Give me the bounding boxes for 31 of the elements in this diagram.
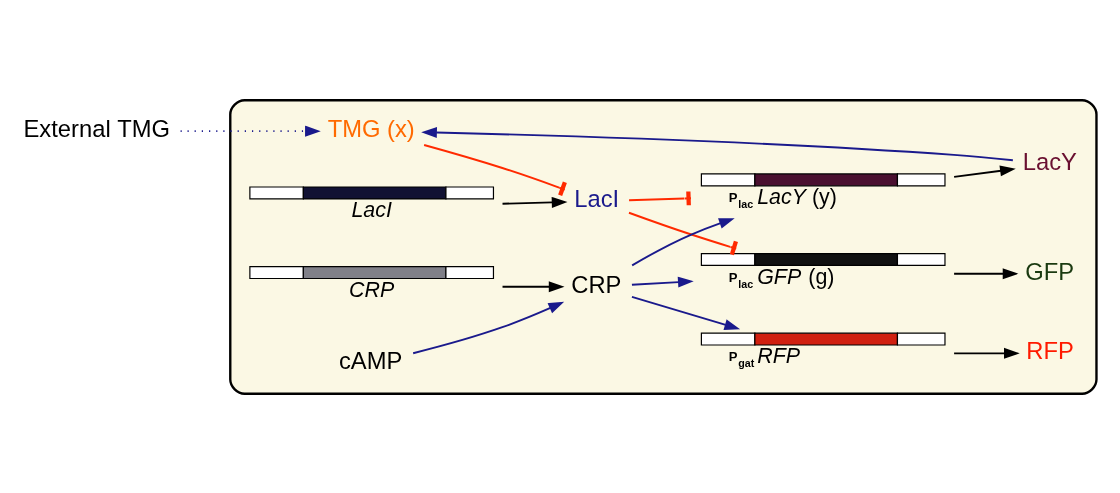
arrow [412,301,565,354]
node-label: CRP [349,277,395,302]
node-text: TMG (x) [327,114,415,142]
node-text: GFP [1025,257,1075,285]
arrow [953,347,1020,359]
arrow [179,125,321,137]
node-label: LacI [351,197,392,222]
node-label: GFP (g) [757,264,835,289]
cluster [229,98,1098,395]
arrow [421,126,1014,161]
node-text: LacY [1022,147,1077,175]
node-text: LacI [574,184,620,212]
node-label: RFP [757,343,800,368]
node-label: P$_{gat}$ [728,348,755,369]
arrow [631,295,741,330]
arrow [501,280,565,292]
node-label: P$_{lac}$ [728,269,754,290]
arrow [631,276,694,288]
node-text: RFP [1026,336,1074,364]
arrow [953,267,1019,279]
connector [628,211,738,255]
connector [423,143,567,196]
arrow [631,217,735,266]
connector [628,190,692,205]
arrow [953,164,1016,178]
node-label: P$_{lac}$ [728,189,754,210]
node-text: cAMP [339,346,403,374]
node-text: External TMG [23,114,171,142]
node-text: CRP [571,270,622,298]
node-label: LacY (y) [757,184,837,209]
arrow [501,196,568,208]
